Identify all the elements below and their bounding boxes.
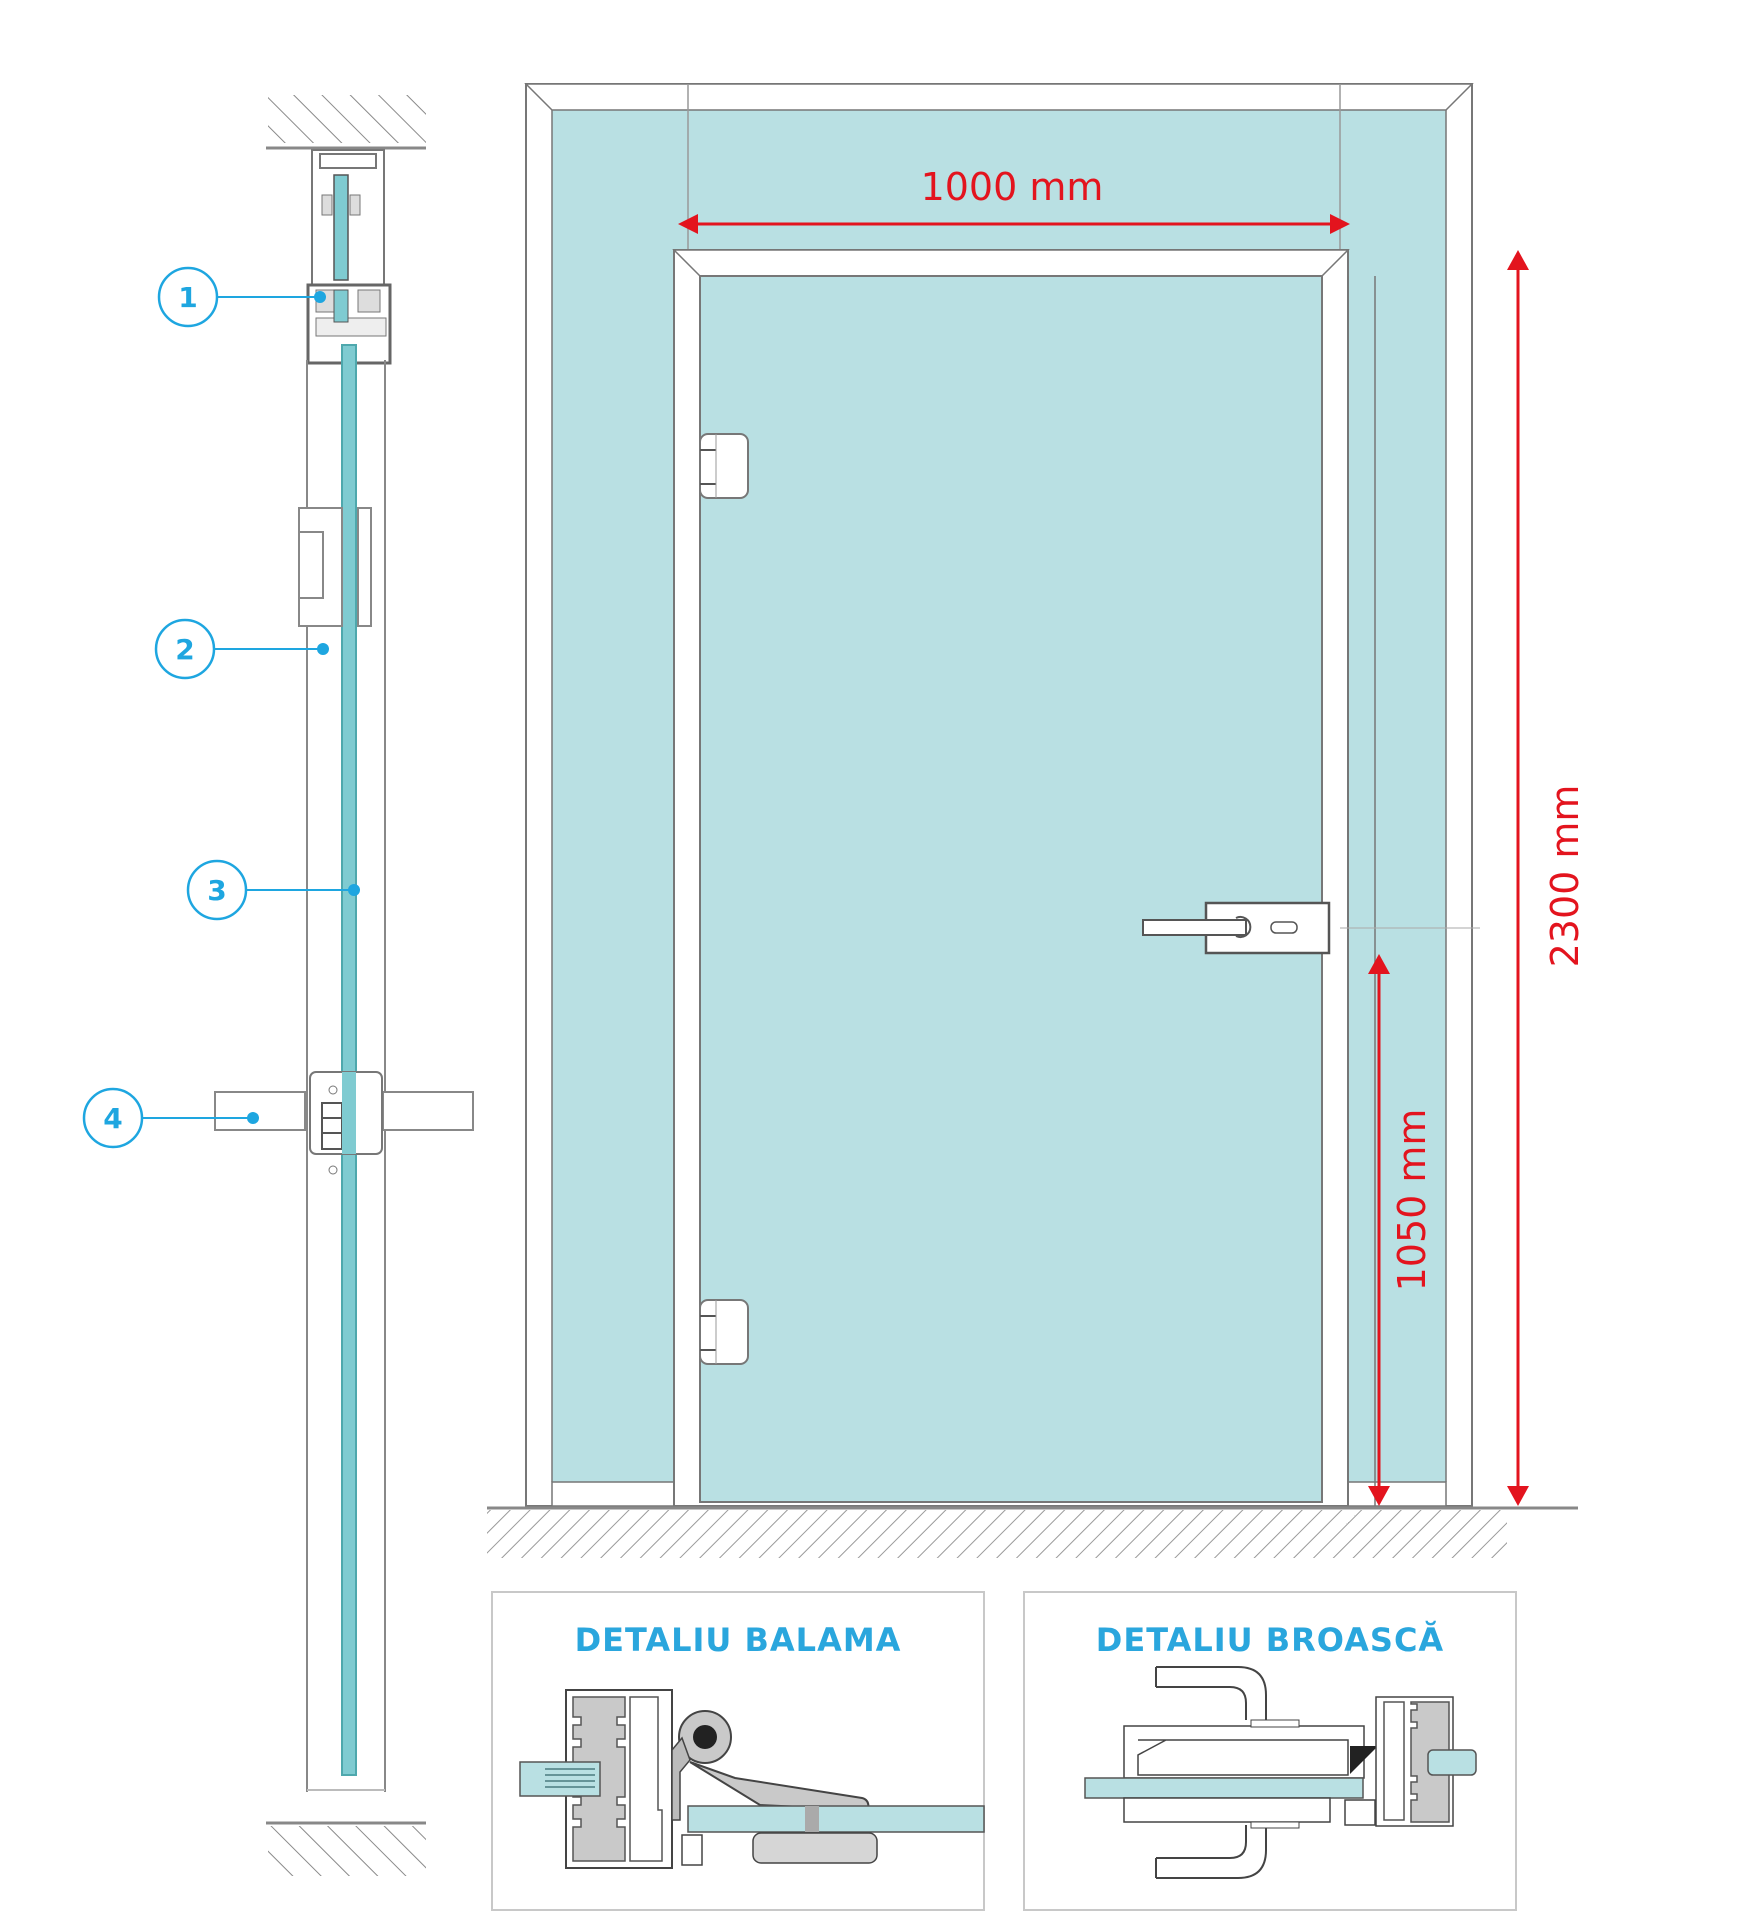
handle-height-label: 1050 mm <box>1390 1109 1434 1292</box>
handle-height-dimension: 1050 mm <box>1368 954 1434 1506</box>
svg-text:3: 3 <box>207 874 226 907</box>
height-dimension: 2300 mm <box>1507 250 1587 1506</box>
ceiling-hatch <box>268 95 426 143</box>
lock-detail-drawing <box>1084 1666 1477 1879</box>
door-leaf-glass <box>699 275 1323 1503</box>
door-handle <box>1142 901 1480 955</box>
floor-hatch <box>487 1510 1507 1558</box>
svg-text:2: 2 <box>175 633 194 666</box>
callout-1: 1 <box>157 266 326 328</box>
hinge-detail-panel: DETALIU BALAMA <box>491 1591 985 1911</box>
side-handle <box>214 1071 474 1175</box>
width-label: 1000 mm <box>921 165 1104 209</box>
top-profile <box>306 149 392 365</box>
callout-2: 2 <box>154 618 329 680</box>
height-label: 2300 mm <box>1543 785 1587 968</box>
svg-text:4: 4 <box>103 1102 122 1135</box>
front-elevation: 1000 mm 2300 mm 1050 mm <box>487 83 1587 1558</box>
bottom-hinge <box>699 1299 749 1365</box>
hinge-detail-title: DETALIU BALAMA <box>575 1621 902 1659</box>
top-hinge <box>699 433 749 499</box>
callout-3: 3 <box>186 859 360 921</box>
side-floor-hatch <box>268 1826 426 1876</box>
side-hinge <box>298 507 372 627</box>
side-glass-panel <box>341 344 357 1776</box>
lock-detail-panel: DETALIU BROASCĂ <box>1023 1591 1517 1911</box>
svg-text:1: 1 <box>178 281 197 314</box>
lock-detail-title: DETALIU BROASCĂ <box>1096 1621 1444 1659</box>
width-dimension: 1000 mm <box>678 165 1350 234</box>
hinge-detail-drawing <box>519 1689 985 1869</box>
side-section: 1 2 3 4 <box>82 95 474 1876</box>
callout-4: 4 <box>82 1087 259 1149</box>
